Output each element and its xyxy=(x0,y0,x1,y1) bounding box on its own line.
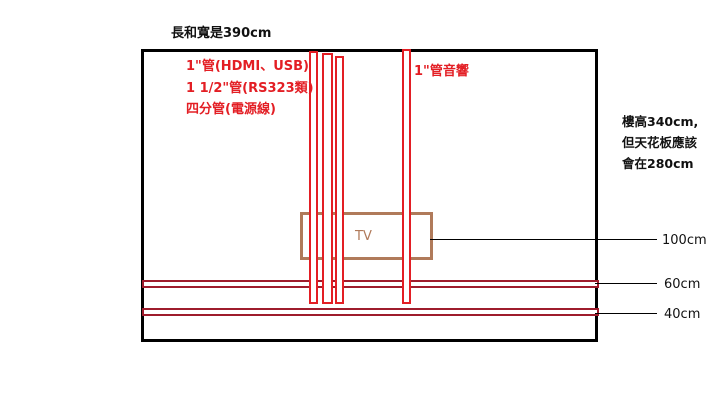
dimension-label-100cm: 100cm xyxy=(662,233,707,248)
note-block: 樓高340cm, 但天花板應該 會在280cm xyxy=(622,111,698,174)
leader-line-40cm xyxy=(595,313,657,314)
tv-box xyxy=(300,212,433,260)
dimension-label-60cm: 60cm xyxy=(664,277,701,292)
vertical-pipe-rs323 xyxy=(322,53,333,304)
leader-line-60cm xyxy=(595,283,657,284)
note-line-1: 樓高340cm, xyxy=(622,114,699,129)
dimension-label-40cm: 40cm xyxy=(664,307,701,322)
diagram-title: 長和寬是390cm xyxy=(171,26,272,41)
wall-outline xyxy=(141,49,598,342)
note-line-3: 會在280cm xyxy=(622,156,694,171)
note-line-2: 但天花板應該 xyxy=(622,135,698,150)
leader-line-100cm xyxy=(430,239,657,240)
vertical-pipe-audio xyxy=(402,49,411,304)
horizontal-pipe-40cm xyxy=(142,308,599,316)
label-pipe-hdmi-usb: 1"管(HDMI、USB) xyxy=(186,59,309,74)
horizontal-pipe-60cm xyxy=(142,280,599,288)
label-pipe-audio: 1"管音響 xyxy=(414,64,469,79)
label-pipe-rs323: 1 1/2"管(RS323類) xyxy=(186,81,314,96)
tv-label: TV xyxy=(355,229,372,244)
vertical-pipe-hdmi-usb xyxy=(309,51,318,304)
label-pipe-power: 四分管(電源線) xyxy=(186,102,276,117)
vertical-pipe-power xyxy=(335,56,344,304)
